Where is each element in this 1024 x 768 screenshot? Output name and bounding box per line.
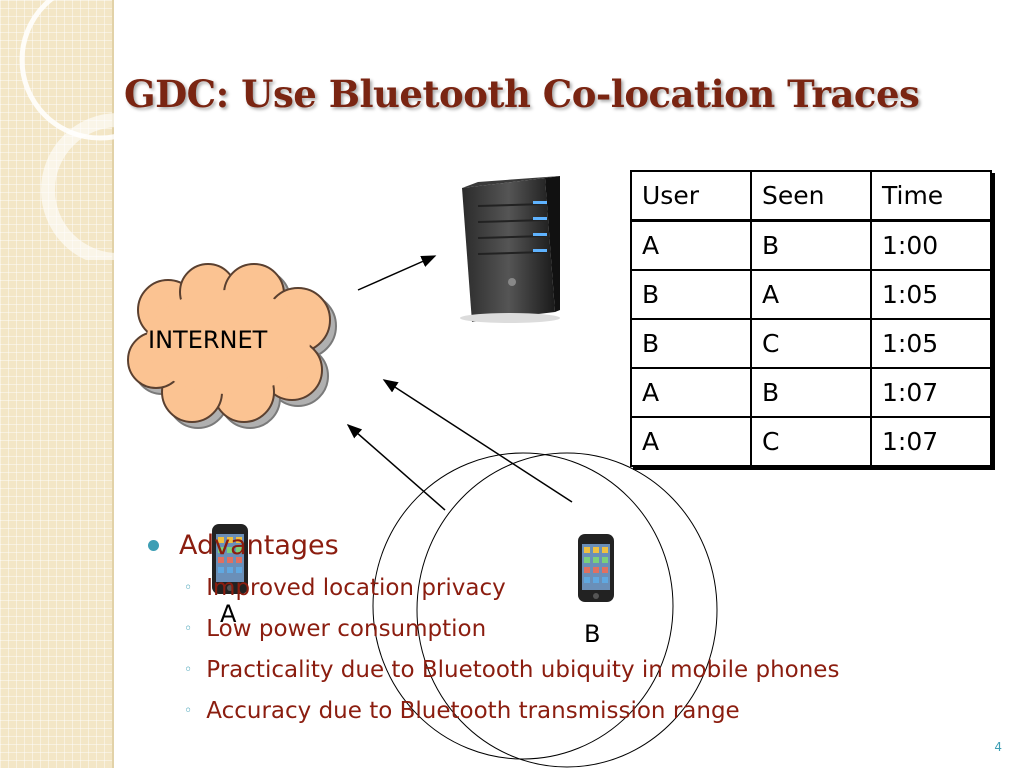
table-row: A B 1:07 (630, 367, 992, 418)
decorative-circles (19, 0, 195, 260)
table-header: Seen (750, 170, 872, 222)
table-cell: C (750, 318, 872, 369)
list-item: ◦ Accuracy due to Bluetooth transmission … (184, 690, 839, 731)
advantages-heading: Advantages (179, 530, 339, 561)
sub-bullet-icon: ◦ (184, 620, 193, 637)
table-row: B C 1:05 (630, 318, 992, 369)
table-cell: B (750, 367, 872, 418)
table-cell: B (630, 269, 752, 320)
table-cell: A (630, 367, 752, 418)
colocation-table: User Seen Time A B 1:00 B A 1:05 B C 1:0… (630, 170, 992, 467)
list-item-text: Improved location privacy (206, 574, 506, 601)
phone-b-label: B (584, 620, 601, 648)
table-cell: 1:07 (870, 416, 992, 467)
arrow-phone-a-to-internet (346, 424, 446, 511)
phone-b-icon (578, 534, 614, 602)
table-header-row: User Seen Time (630, 170, 992, 222)
table-cell: 1:00 (870, 219, 992, 271)
table-header: User (630, 170, 752, 222)
sub-bullet-icon: ◦ (184, 661, 193, 678)
bluetooth-range-b (416, 452, 718, 768)
internet-label: INTERNET (148, 326, 268, 354)
list-item: ◦ Low power consumption (184, 608, 839, 649)
table-cell: 1:05 (870, 318, 992, 369)
table-row: B A 1:05 (630, 269, 992, 320)
phone-a-label: A (220, 600, 237, 628)
table-header: Time (870, 170, 992, 222)
table-cell: C (750, 416, 872, 467)
table-cell: A (750, 269, 872, 320)
table-cell: 1:07 (870, 367, 992, 418)
phone-a-icon (212, 524, 248, 594)
advantages-list: Advantages ◦ Improved location privacy ◦ L… (148, 530, 839, 731)
page-number: 4 (994, 740, 1002, 754)
table-row: A C 1:07 (630, 416, 992, 467)
arrow-phone-b-to-internet (382, 379, 573, 503)
slide-title: GDC: Use Bluetooth Co-location Traces (124, 72, 920, 116)
server-icon (460, 176, 560, 323)
sub-bullet-icon: ◦ (184, 579, 193, 596)
bluetooth-range-a (372, 452, 674, 760)
sub-bullet-list: ◦ Improved location privacy ◦ Low power co… (184, 567, 839, 731)
sub-bullet-icon: ◦ (184, 702, 193, 719)
bullet-dot-icon (148, 540, 159, 551)
internet-cloud (127, 263, 337, 429)
table-cell: A (630, 219, 752, 271)
table-cell: 1:05 (870, 269, 992, 320)
table-cell: B (630, 318, 752, 369)
bullet-heading: Advantages (148, 530, 839, 561)
arrow-internet-to-server (357, 255, 437, 291)
list-item: ◦ Improved location privacy (184, 567, 839, 608)
table-cell: B (750, 219, 872, 271)
list-item-text: Low power consumption (206, 615, 487, 642)
table-row: A B 1:00 (630, 219, 992, 271)
table-cell: A (630, 416, 752, 467)
list-item-text: Accuracy due to Bluetooth transmission r… (206, 697, 740, 724)
list-item: ◦ Practicality due to Bluetooth ubiquity … (184, 649, 839, 690)
list-item-text: Practicality due to Bluetooth ubiquity i… (206, 656, 840, 683)
